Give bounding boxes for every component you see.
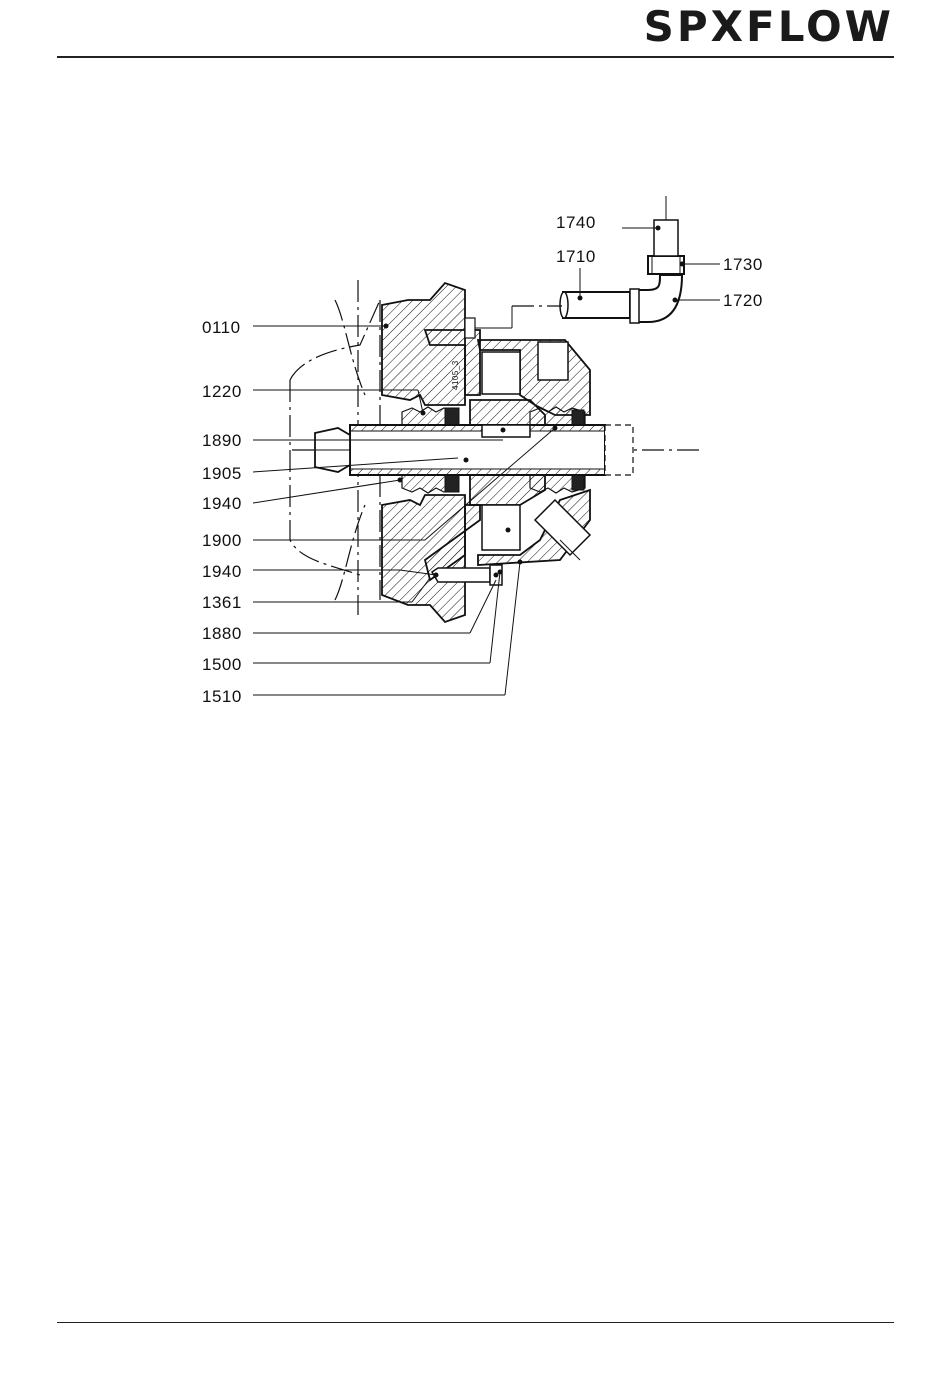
label-1740: 1740 [556, 213, 596, 232]
bracket-window-upper [538, 342, 568, 380]
label-1730: 1730 [723, 255, 763, 274]
part-labels-left: 0110 1220 1890 1905 1940 1900 1940 1361 … [202, 318, 242, 706]
label-1710: 1710 [556, 247, 596, 266]
label-1900: 1900 [202, 531, 242, 550]
footer-rule [57, 1322, 894, 1323]
label-1880: 1880 [202, 624, 242, 643]
label-1220: 1220 [202, 382, 242, 401]
label-1361: 1361 [202, 593, 242, 612]
lower-bolt [432, 565, 502, 585]
shaft [350, 425, 633, 475]
label-1940-upper: 1940 [202, 494, 242, 513]
figure-code: 4105_3 [451, 360, 460, 390]
label-1905: 1905 [202, 464, 242, 483]
stud-cavity-upper [482, 352, 520, 394]
label-1890: 1890 [202, 431, 242, 450]
label-1510: 1510 [202, 687, 242, 706]
label-1720: 1720 [723, 291, 763, 310]
label-0110: 0110 [202, 318, 241, 337]
label-1940-lower: 1940 [202, 562, 242, 581]
label-1500: 1500 [202, 655, 242, 674]
stud-cavity-lower [482, 505, 520, 550]
